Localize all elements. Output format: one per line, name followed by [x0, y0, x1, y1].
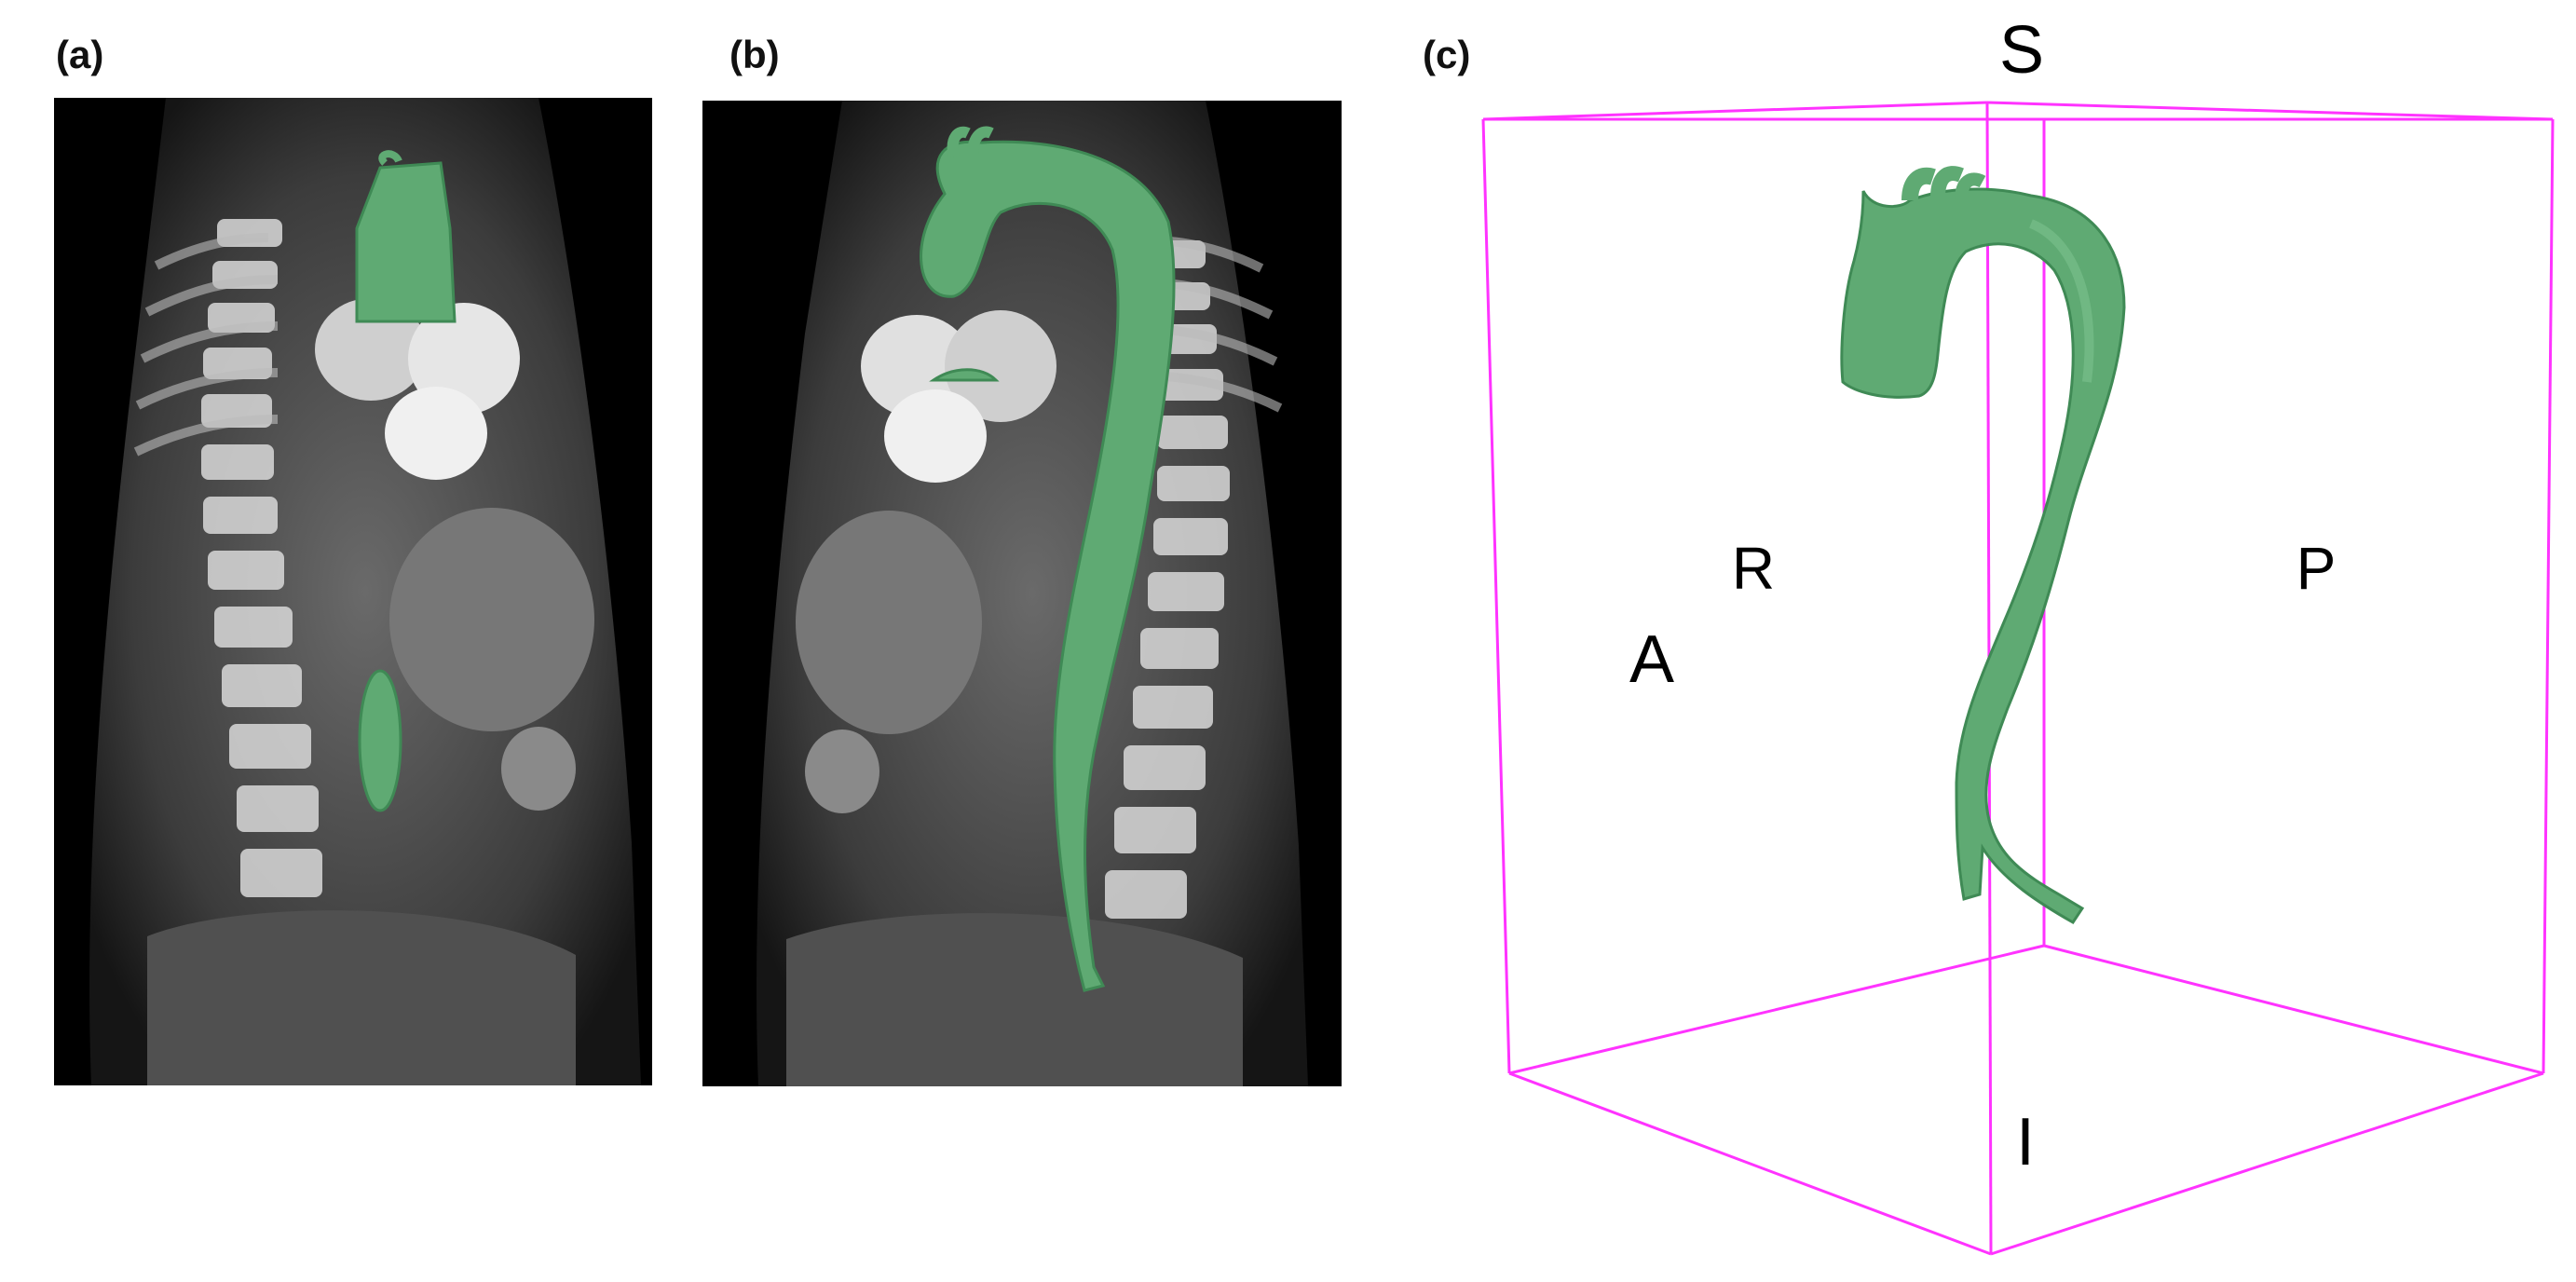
orientation-anterior: A: [1629, 622, 1674, 697]
ct-scan-partial-segmentation: [54, 98, 652, 1085]
orientation-superior: S: [1999, 13, 2044, 88]
orientation-right: R: [1732, 535, 1775, 602]
aorta-3d-render: S R P A I: [1472, 0, 2576, 1282]
orientation-inferior: I: [2016, 1105, 2035, 1180]
panel-label-c: (c): [1423, 33, 1471, 76]
aorta-surface: [1840, 166, 2126, 924]
panel-label-a: (a): [56, 33, 104, 76]
orientation-posterior: P: [2297, 535, 2337, 602]
ct-scan-full-segmentation: [702, 101, 1342, 1086]
panel-label-b: (b): [729, 33, 780, 76]
